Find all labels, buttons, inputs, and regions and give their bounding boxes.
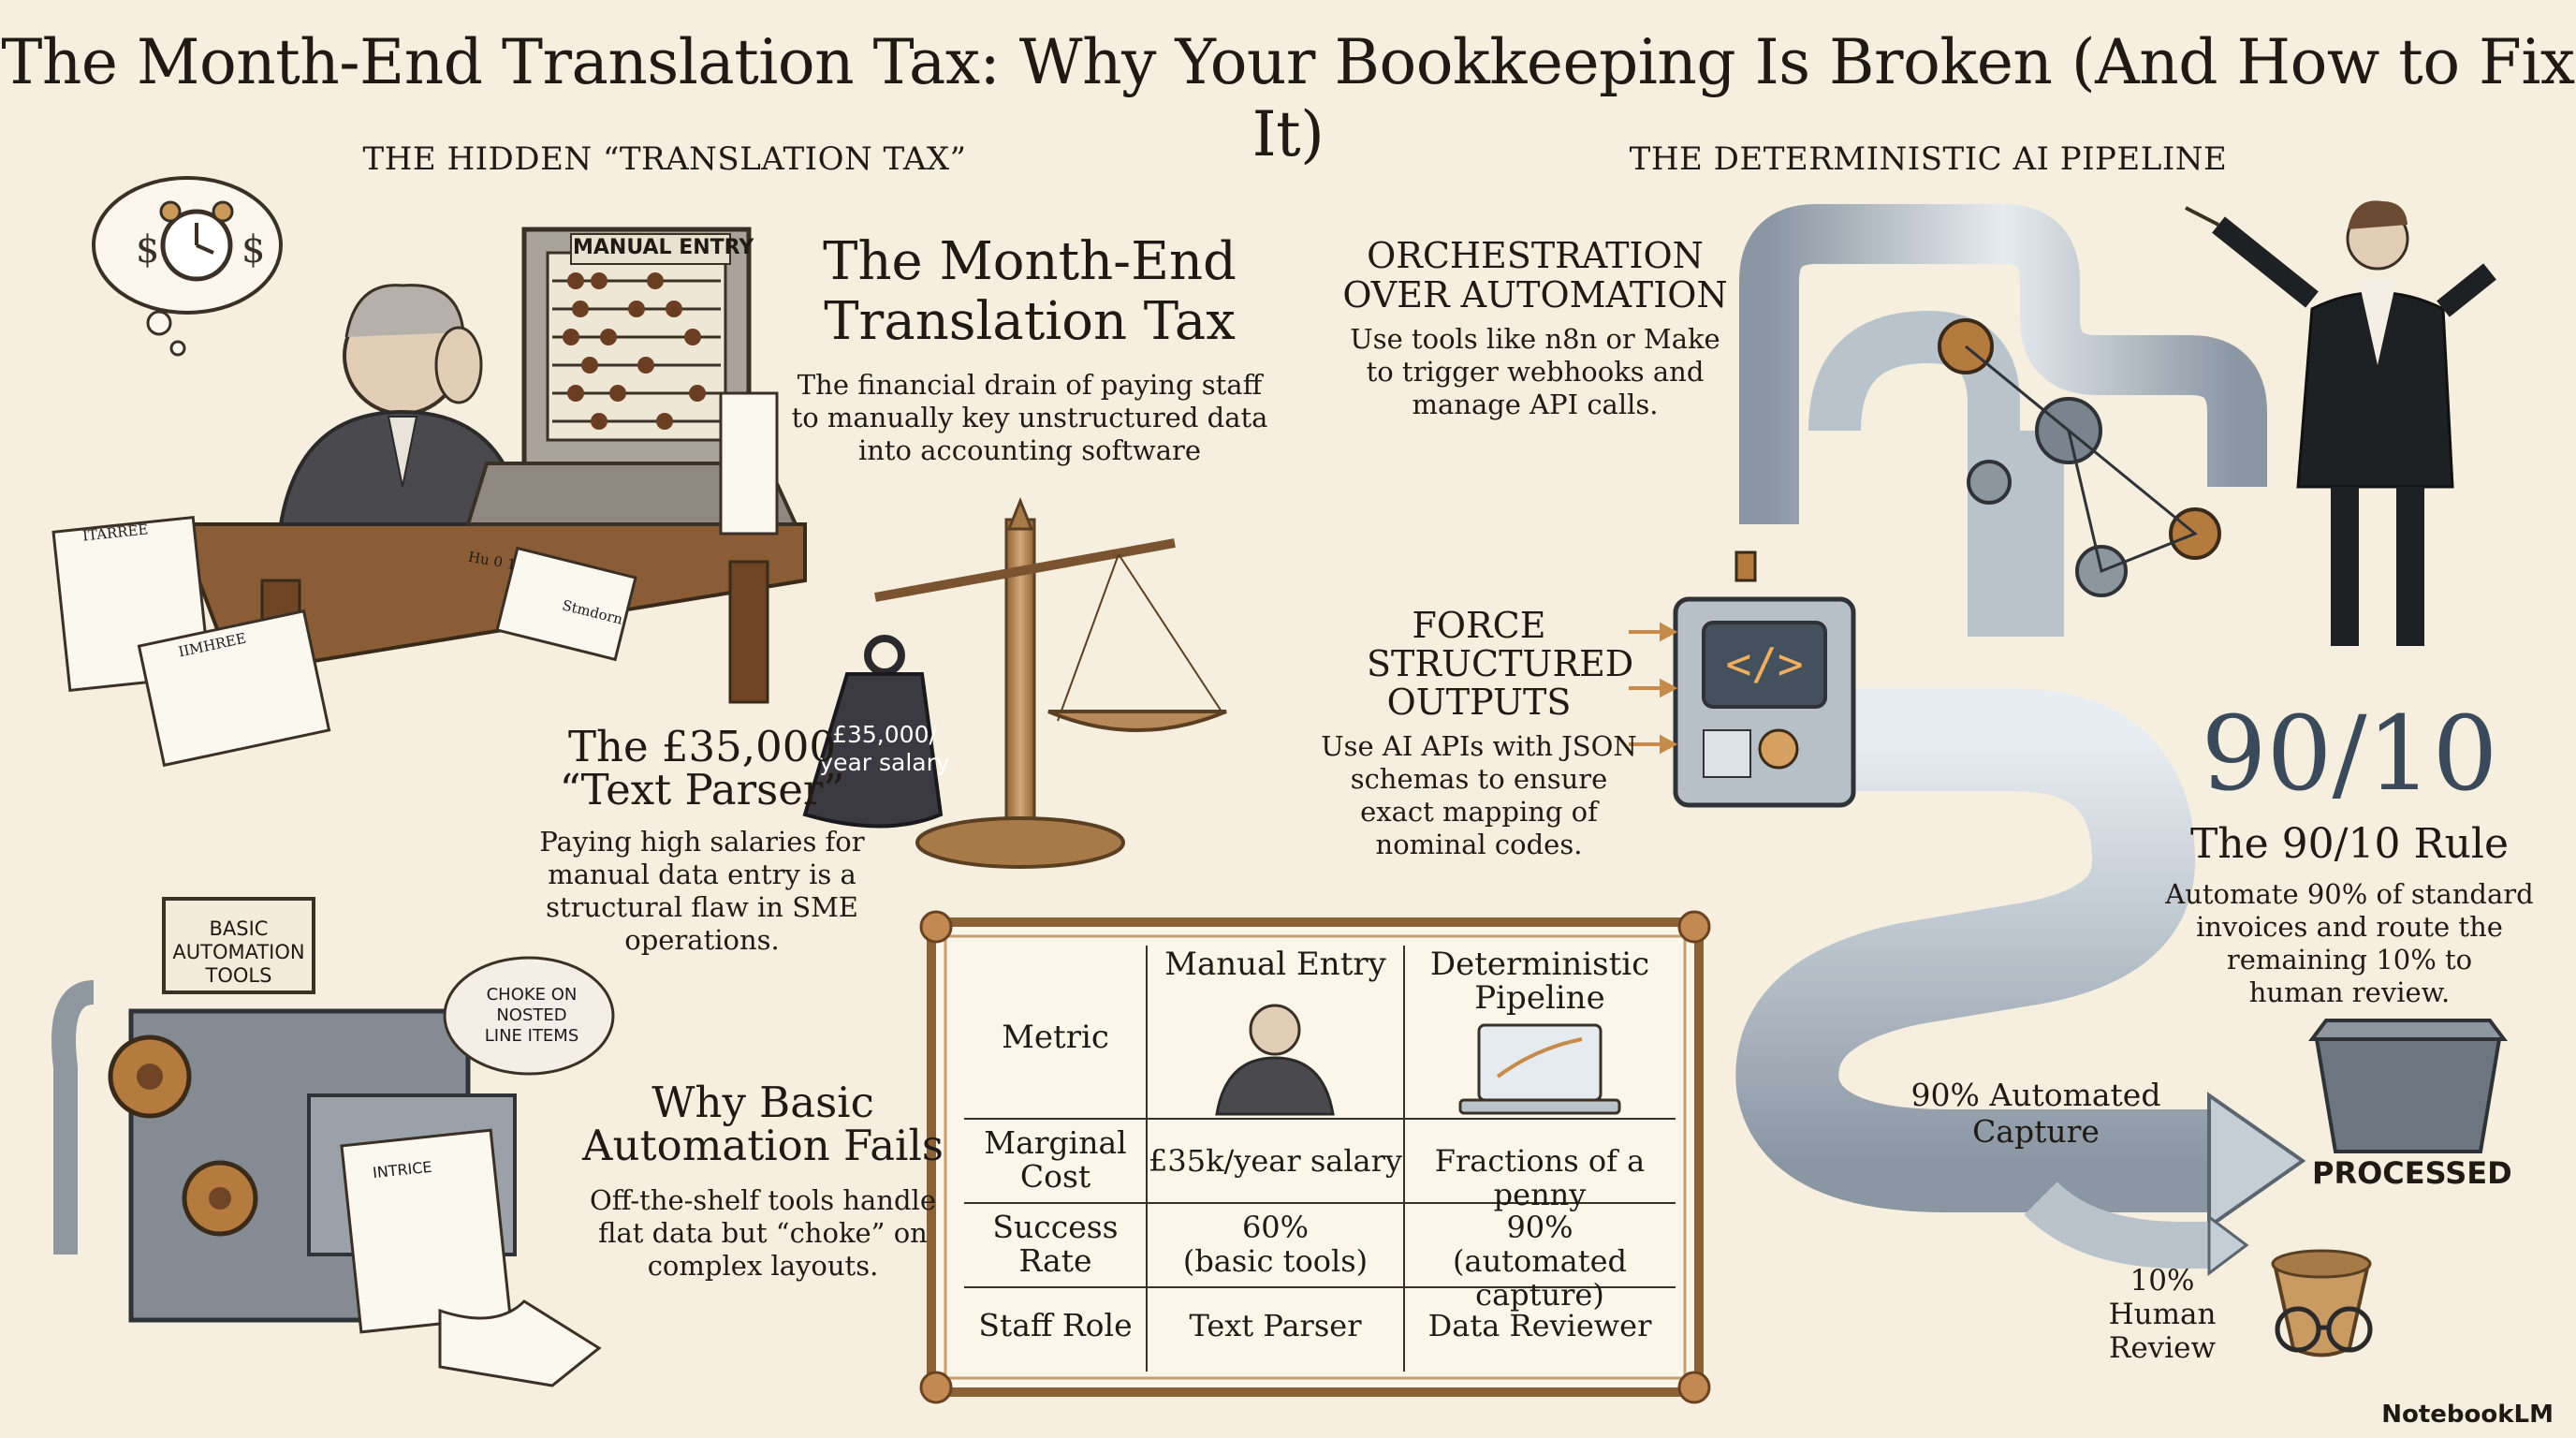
table-cell: 90% (automated capture) xyxy=(1453,1210,1627,1313)
pot-icon xyxy=(2271,1249,2372,1357)
brand-logo: NotebookLM xyxy=(2381,1401,2554,1429)
pipe-icon xyxy=(1735,204,2306,1276)
table-manual-header: Manual Entry xyxy=(1164,946,1386,983)
gear-icon xyxy=(108,1034,192,1119)
bin-icon xyxy=(2308,1019,2508,1153)
force-body: Use AI APIs with JSON schemas to ensure … xyxy=(1321,730,1637,860)
rule-body: Automate 90% of standard invoices and ro… xyxy=(2165,878,2534,1008)
abacus-icon xyxy=(465,227,799,526)
table-metric-header: Metric xyxy=(1002,1019,1109,1056)
table-cell: 60% (basic tools) xyxy=(1182,1210,1368,1279)
processed-label: PROCESSED xyxy=(2312,1155,2512,1191)
table-row-label: Staff Role xyxy=(978,1307,1133,1343)
automation-sign: BASIC AUTOMATION TOOLS xyxy=(172,917,305,987)
tax-title: The Month-End Translation Tax xyxy=(823,231,1237,352)
laptop-icon xyxy=(1458,1023,1621,1115)
orchestration-title: ORCHESTRATION OVER AUTOMATION xyxy=(1342,235,1728,315)
scale-icon xyxy=(874,496,1227,869)
tax-body: The financial drain of paying staff to m… xyxy=(791,369,1268,466)
paper-stack-icon xyxy=(51,391,779,768)
input-arrow-icon xyxy=(1629,622,1678,755)
human-review-label: 10% Human Review xyxy=(2108,1264,2217,1365)
choke-bubble: CHOKE ON NOSTED LINE ITEMS xyxy=(484,985,579,1046)
glasses-icon xyxy=(2275,1306,2373,1353)
right-section-heading: THE DETERMINISTIC AI PIPELINE xyxy=(1629,140,2228,178)
orchestration-body: Use tools like n8n or Make to trigger we… xyxy=(1350,323,1720,420)
table-row-label: Success Rate xyxy=(992,1209,1119,1279)
table-cell: £35k/year salary xyxy=(1149,1143,1402,1179)
ratio-number: 90/10 xyxy=(2201,694,2498,814)
ai-box-icon: </> xyxy=(1673,550,1856,808)
table-pipeline-header: Deterministic Pipeline xyxy=(1429,946,1650,1017)
table-row-label: Marginal Cost xyxy=(984,1124,1127,1195)
dollar-icon: $ xyxy=(242,228,265,271)
svg-text:</>: </> xyxy=(1725,638,1803,689)
rule-title: The 90/10 Rule xyxy=(2189,820,2510,868)
fails-body: Off-the-shelf tools handle flat data but… xyxy=(590,1184,936,1282)
table-cell: Fractions of a penny xyxy=(1434,1143,1646,1212)
parser-body: Paying high salaries for manual data ent… xyxy=(539,826,865,956)
fails-title: Why Basic Automation Fails xyxy=(582,1078,944,1170)
table-cell: Text Parser xyxy=(1189,1308,1362,1343)
table-cell: Data Reviewer xyxy=(1427,1308,1652,1343)
gear-icon xyxy=(182,1160,258,1237)
force-title: FORCE STRUCTURED OUTPUTS xyxy=(1367,605,1634,723)
abacus-label: MANUAL ENTRY xyxy=(573,236,754,259)
worried-man-small-icon xyxy=(1215,1004,1335,1116)
weight-label: £35,000/ year salary xyxy=(819,721,950,776)
capture-label: 90% Automated Capture xyxy=(1910,1077,2161,1150)
page-title: The Month-End Translation Tax: Why Your … xyxy=(1,26,2575,170)
table-frame xyxy=(919,910,1711,1404)
parser-title: The £35,000 “Text Parser” xyxy=(559,722,845,814)
left-section-heading: THE HIDDEN “TRANSLATION TAX” xyxy=(362,140,967,178)
alarm-clock-icon xyxy=(159,200,234,282)
broken-machine-icon xyxy=(51,897,615,1387)
weight-icon xyxy=(802,635,944,829)
conductor-icon xyxy=(2185,200,2496,646)
thought-bubble-icon: $ $ xyxy=(92,176,283,357)
dollar-icon: $ xyxy=(136,228,159,271)
